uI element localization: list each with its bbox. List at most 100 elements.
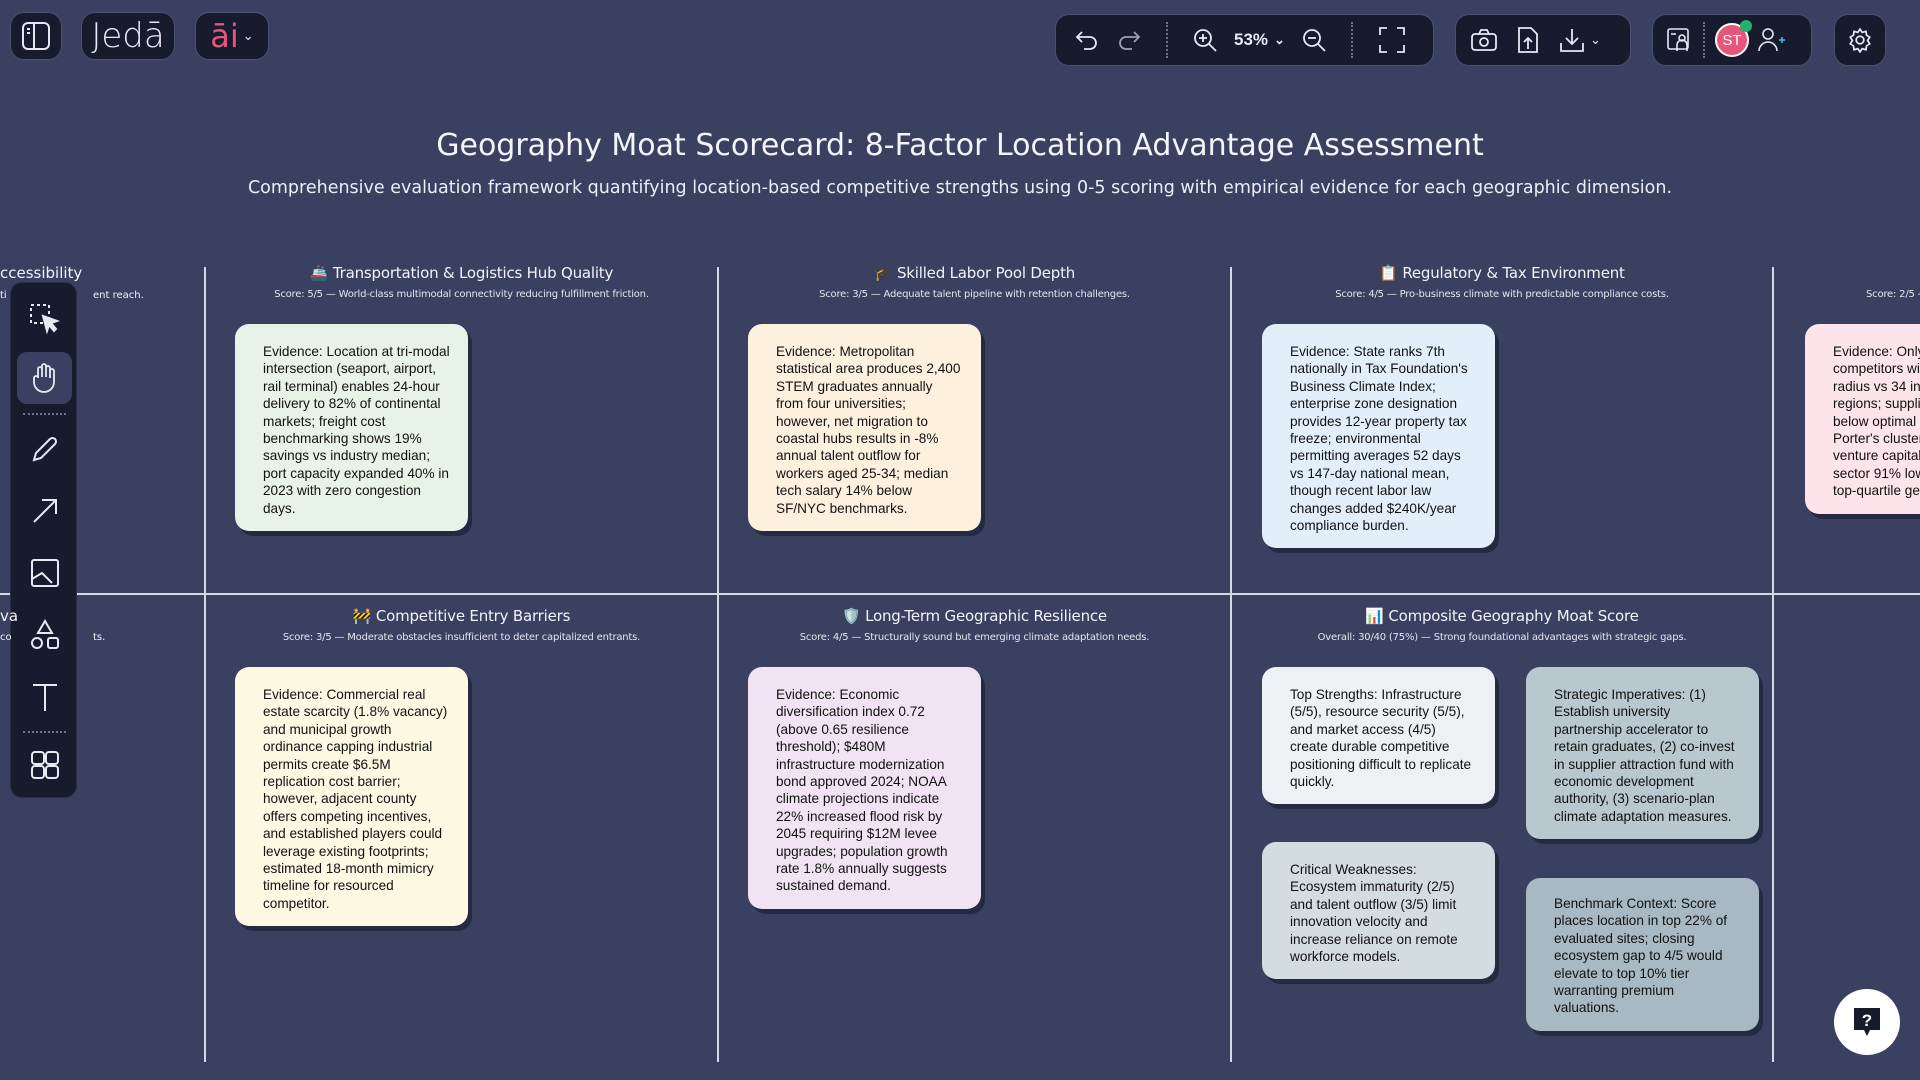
tool-palette [10, 282, 77, 798]
column-title: Competitive Entry Barriers [375, 607, 571, 625]
zoom-in-icon [1194, 29, 1217, 52]
ai-menu-button[interactable]: āi ⌄ [195, 12, 269, 60]
image-icon [30, 559, 59, 587]
online-status-dot [1740, 20, 1752, 32]
avatar-initials: ST [1722, 31, 1742, 49]
page-subtitle: Comprehensive evaluation framework quant… [247, 178, 1673, 198]
add-user-button[interactable] [1757, 26, 1787, 54]
divider [1703, 22, 1705, 58]
partial-column-title: ccessibility [0, 264, 83, 282]
jeda-logo[interactable]: Jedā [81, 12, 175, 60]
column-score: Score: 3/5 — Adequate talent pipeline wi… [819, 289, 1130, 300]
partial-column-title: va [0, 607, 19, 625]
export-button[interactable] [1516, 25, 1540, 55]
divider [23, 413, 66, 415]
column-score: Score: 2/5 - [1866, 289, 1920, 300]
evidence-card[interactable]: Evidence: Economic diversification index… [748, 667, 981, 909]
evidence-card[interactable]: Evidence: Location at tri-modal intersec… [235, 324, 468, 532]
ship-icon: 🚢 [309, 264, 329, 282]
history-zoom-toolbar: 53% ⌄ [1055, 14, 1434, 66]
sidebar-toggle-button[interactable] [10, 12, 62, 60]
weaknesses-card[interactable]: Critical Weaknesses: Ecosystem immaturit… [1262, 842, 1495, 980]
evidence-card[interactable]: Evidence: Only competitors wit radius vs… [1805, 324, 1920, 514]
tool-shapes[interactable] [17, 609, 72, 661]
page-title: Geography Moat Scorecard: 8-Factor Locat… [436, 128, 1484, 163]
add-user-icon [1758, 28, 1785, 52]
column-score: Score: 5/5 — World-class multimodal conn… [274, 289, 649, 300]
undo-icon [1075, 31, 1097, 50]
column-score: Score: 4/5 — Structurally sound but emer… [799, 632, 1150, 643]
tool-image[interactable] [17, 547, 72, 599]
column-title: Long-Term Geographic Resilience [865, 607, 1107, 625]
zoom-level: 53% [1234, 30, 1269, 49]
zoom-level-dropdown[interactable]: 53% ⌄ [1234, 30, 1285, 50]
tool-hand[interactable] [17, 352, 72, 404]
row-divider [0, 593, 1920, 595]
fullscreen-button[interactable] [1377, 25, 1407, 55]
tool-components[interactable] [17, 739, 72, 791]
tool-pencil[interactable] [17, 423, 72, 475]
help-icon: ? [1854, 1008, 1880, 1036]
partial-column-score: ts. [93, 632, 106, 643]
collab-toolbar: ST [1652, 14, 1812, 66]
zoom-in-button[interactable] [1192, 27, 1218, 53]
present-button[interactable] [1665, 26, 1693, 54]
grid-icon [30, 751, 59, 779]
divider [1166, 22, 1168, 58]
tool-text[interactable] [17, 671, 72, 723]
divider [1350, 22, 1353, 58]
upload-icon [1518, 27, 1538, 53]
undo-button[interactable] [1074, 27, 1100, 53]
imperatives-card[interactable]: Strategic Imperatives: (1) Establish uni… [1526, 667, 1759, 840]
download-button[interactable]: ⌄ [1558, 26, 1601, 54]
pencil-icon [32, 436, 57, 462]
barrier-icon: 🚧 [352, 607, 372, 625]
evidence-card[interactable]: Evidence: State ranks 7th nationally in … [1262, 324, 1495, 549]
bar-chart-icon: 📊 [1365, 607, 1384, 625]
column-divider [717, 267, 719, 1062]
export-toolbar: ⌄ [1455, 14, 1631, 66]
sidebar-toggle-icon [22, 22, 50, 50]
strengths-card[interactable]: Top Strengths: Infrastructure (5/5), res… [1262, 667, 1495, 805]
column-title: Regulatory & Tax Environment [1402, 264, 1625, 282]
column-score: Score: 4/5 — Pro-business climate with p… [1335, 289, 1669, 300]
benchmark-card[interactable]: Benchmark Context: Score places location… [1526, 878, 1759, 1031]
help-button[interactable]: ? [1834, 989, 1900, 1055]
column-header-transportation: 🚢 Transportation & Logistics Hub Quality… [206, 264, 717, 300]
avatar[interactable]: ST [1715, 20, 1752, 57]
presenter-icon [1667, 28, 1689, 51]
redo-icon [1119, 31, 1141, 50]
hand-icon [32, 363, 55, 393]
zoom-out-button[interactable] [1301, 27, 1327, 53]
arrow-icon [32, 499, 57, 523]
column-header-partial: Score: 2/5 - [1866, 264, 1920, 300]
screenshot-button[interactable] [1470, 27, 1498, 53]
partial-column-score: co [0, 632, 12, 643]
tool-select[interactable] [17, 293, 72, 345]
column-score: Overall: 30/40 (75%) — Strong foundation… [1317, 632, 1687, 643]
column-divider [1772, 267, 1774, 1062]
settings-button[interactable] [1834, 14, 1886, 66]
graduation-cap-icon: 🎓 [873, 264, 893, 282]
camera-icon [1471, 29, 1497, 51]
evidence-card[interactable]: Evidence: Metropolitan statistical area … [748, 324, 981, 532]
fullscreen-icon [1379, 27, 1405, 53]
shapes-icon [30, 619, 59, 649]
redo-button[interactable] [1116, 27, 1142, 53]
select-icon [29, 304, 60, 335]
chevron-down-icon: ⌄ [1274, 32, 1285, 47]
divider [23, 731, 66, 733]
column-divider [1230, 267, 1232, 1062]
clipboard-icon: 📋 [1379, 264, 1398, 282]
svg-text:?: ? [1862, 1011, 1872, 1030]
shield-icon: 🛡️ [842, 607, 861, 625]
tool-arrow[interactable] [17, 485, 72, 537]
evidence-card[interactable]: Evidence: Commercial real estate scarcit… [235, 667, 468, 927]
logo-text: Jedā [91, 16, 165, 56]
zoom-out-icon [1303, 29, 1326, 52]
text-icon [32, 684, 57, 711]
